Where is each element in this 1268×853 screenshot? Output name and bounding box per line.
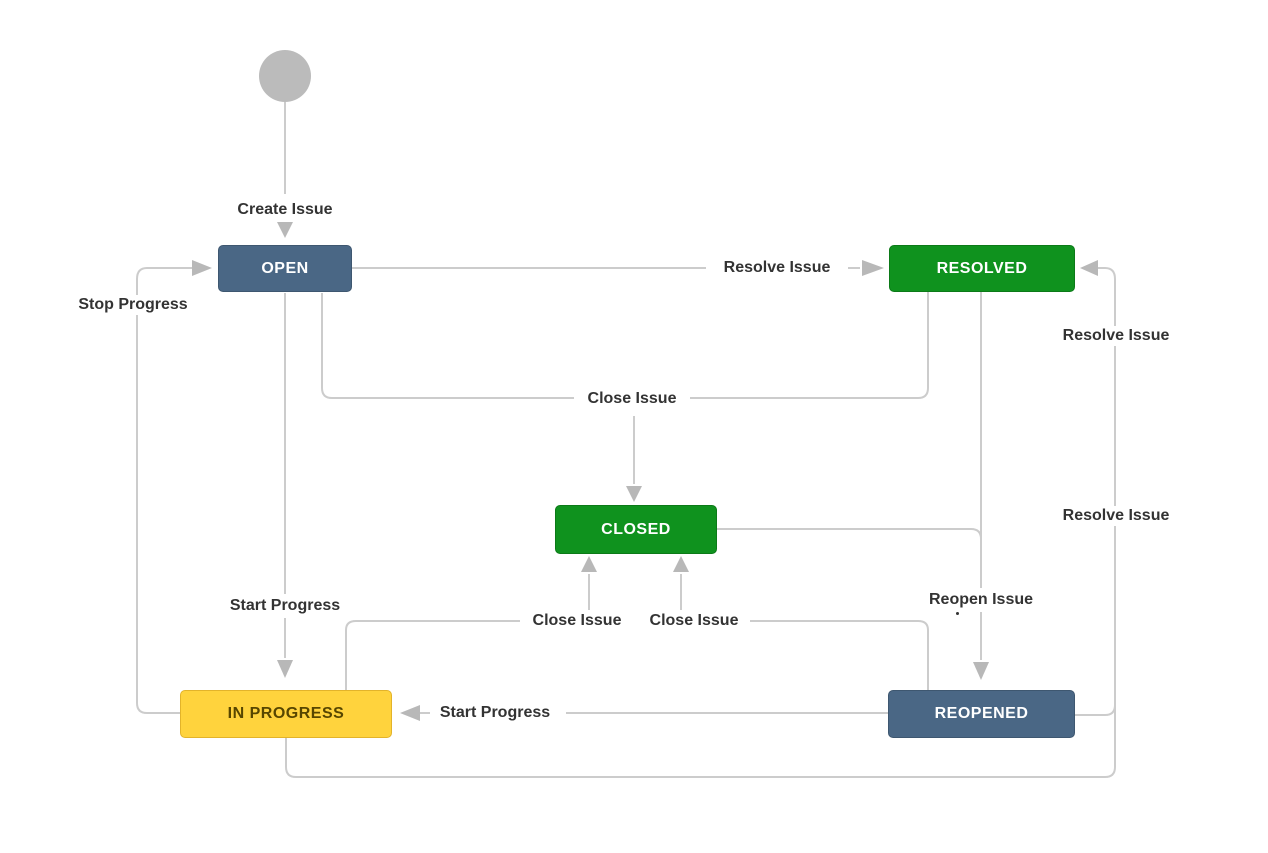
arrowhead-close-issue-top	[626, 486, 642, 502]
edge-reopened-resolve-join	[1075, 704, 1116, 716]
state-node-closed[interactable]: CLOSED	[555, 505, 717, 554]
arrowhead-close-issue-left	[581, 556, 597, 572]
edge-reopened-close-issue	[750, 620, 929, 690]
arrowhead-start-progress-bottom	[400, 705, 420, 721]
transition-label-create-issue: Create Issue	[233, 200, 337, 220]
transition-label-resolve-issue-lower: Resolve Issue	[1058, 506, 1174, 526]
edge-resolve-issue-loop	[285, 267, 1116, 778]
state-node-resolved[interactable]: RESOLVED	[889, 245, 1075, 292]
transition-label-reopen-issue: Reopen Issue	[924, 590, 1038, 610]
transition-label-start-progress-left: Start Progress	[225, 596, 345, 616]
arrowhead-resolve-issue-loop	[1080, 260, 1098, 276]
state-node-open[interactable]: OPEN	[218, 245, 352, 292]
edge-resolved-close-issue	[690, 292, 929, 399]
transition-label-close-issue-left: Close Issue	[528, 611, 626, 631]
state-node-reopened[interactable]: REOPENED	[888, 690, 1075, 738]
transition-label-resolve-issue: Resolve Issue	[719, 258, 835, 278]
arrowhead-open-resolved	[862, 260, 884, 276]
arrowhead-stop-progress	[192, 260, 212, 276]
arrowhead-close-issue-right	[673, 556, 689, 572]
edge-stop-progress	[136, 267, 192, 714]
state-node-in-progress[interactable]: IN PROGRESS	[180, 690, 392, 738]
transition-label-stop-progress: Stop Progress	[74, 295, 192, 315]
edge-closed-reopen-join	[717, 528, 982, 540]
arrowhead-reopen-issue	[973, 662, 989, 680]
start-node-circle[interactable]	[259, 50, 311, 102]
transition-label-start-progress-bottom: Start Progress	[435, 703, 555, 723]
arrowhead-start-progress	[277, 660, 293, 678]
transition-label-resolve-issue-upper: Resolve Issue	[1058, 326, 1174, 346]
transition-label-close-issue-top: Close Issue	[583, 389, 681, 409]
transition-label-close-issue-right: Close Issue	[645, 611, 743, 631]
arrowhead-create-issue	[277, 222, 293, 238]
edge-inprogress-close-issue	[345, 620, 520, 690]
edge-open-close-issue	[321, 293, 574, 399]
stray-dot	[956, 612, 959, 615]
